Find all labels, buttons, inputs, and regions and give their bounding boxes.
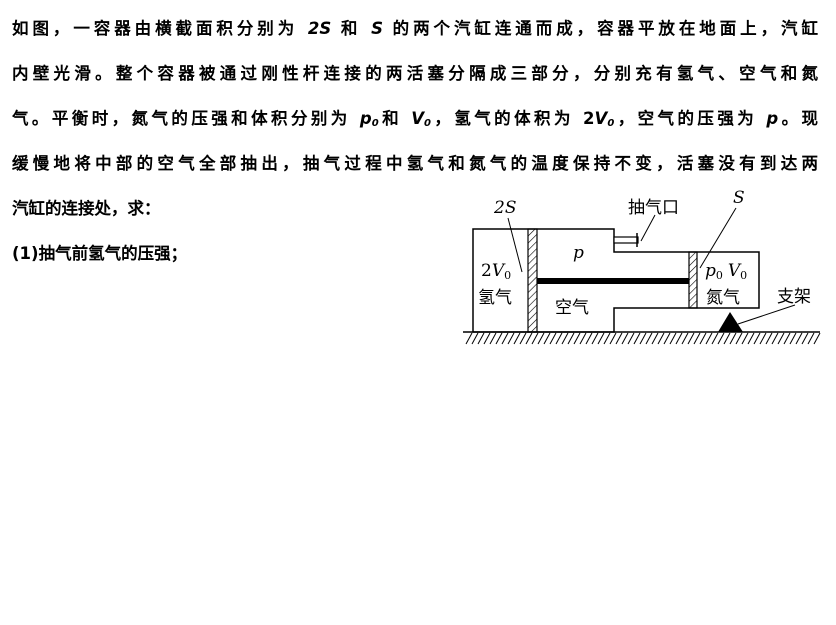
text-segment: 如图，一容器由横截面积分别为 — [12, 19, 308, 38]
leader-outlet — [640, 214, 656, 242]
text-segment: ，空气的压强为 — [614, 109, 767, 128]
leader-S — [699, 207, 737, 269]
label-air: 空气 — [555, 298, 589, 318]
math-variable: V0 — [411, 109, 431, 129]
variable-symbol: S — [371, 19, 383, 38]
text-segment: ，氢气的体积为 2 — [430, 109, 595, 128]
math-variable: p — [766, 109, 778, 128]
label-2S: 2S — [493, 198, 516, 218]
text-segment: (1)抽气前氢气的压强； — [12, 244, 188, 263]
label-exhaust-outlet: 抽气口 — [628, 198, 679, 218]
ground — [463, 331, 821, 345]
problem-line: 如图，一容器由横截面积分别为 2S 和 S 的两个汽缸连通而成，容器平放在地面上… — [12, 17, 818, 41]
right-piston — [688, 251, 698, 309]
text-segment: 。现 — [778, 109, 819, 128]
text-segment: 气。平衡时，氮气的压强和体积分别为 — [12, 109, 360, 128]
text-segment: 和 — [331, 19, 372, 38]
variable-subscript: 0 — [607, 118, 615, 129]
left-piston — [527, 228, 538, 333]
variable-subscript: 0 — [371, 118, 379, 129]
variable-symbol: V — [594, 109, 608, 128]
variable-symbol: V — [411, 109, 424, 128]
variable-symbol: 2S — [307, 19, 332, 38]
text-segment: 缓慢地将中部的空气全部抽出，抽气过程中氢气和氮气的温度保持不变，活塞没有到达两 — [12, 154, 818, 173]
leader-2S — [507, 217, 523, 273]
rigid-rod — [537, 278, 689, 284]
variable-symbol: p — [766, 109, 779, 128]
label-S: S — [733, 188, 745, 208]
label-hydrogen: 氢气 — [478, 288, 512, 308]
support-stand — [718, 312, 743, 332]
problem-line: 气。平衡时，氮气的压强和体积分别为 p0和 V0，氢气的体积为 2V0，空气的压… — [12, 107, 818, 131]
variable-symbol: p — [359, 109, 372, 128]
math-variable: 2S — [308, 19, 331, 38]
label-2V0: 2V0 — [481, 261, 511, 282]
math-variable: S — [371, 19, 383, 38]
math-variable: p0 — [359, 109, 379, 129]
problem-line: 缓慢地将中部的空气全部抽出，抽气过程中氢气和氮气的温度保持不变，活塞没有到达两 — [12, 152, 818, 176]
exhaust-tube — [613, 236, 639, 244]
leader-support — [737, 304, 796, 325]
text-segment: 内壁光滑。整个容器被通过刚性杆连接的两活塞分隔成三部分，分别充有氢气、空气和氮 — [12, 64, 818, 83]
text-segment: 汽缸的连接处，求： — [12, 199, 161, 218]
text-segment: 和 — [378, 109, 412, 128]
problem-line: (1)抽气前氢气的压强； — [12, 242, 818, 266]
math-variable: V0 — [594, 109, 615, 129]
problem-line: 内壁光滑。整个容器被通过刚性杆连接的两活塞分隔成三部分，分别充有氢气、空气和氮 — [12, 62, 818, 86]
label-pressure-p: p — [573, 243, 584, 263]
label-nitrogen: 氮气 — [706, 288, 740, 308]
label-support: 支架 — [777, 287, 811, 307]
variable-subscript: 0 — [424, 118, 431, 129]
problem-line: 汽缸的连接处，求： — [12, 197, 818, 221]
text-segment: 的两个汽缸连通而成，容器平放在地面上，汽缸 — [382, 19, 818, 38]
